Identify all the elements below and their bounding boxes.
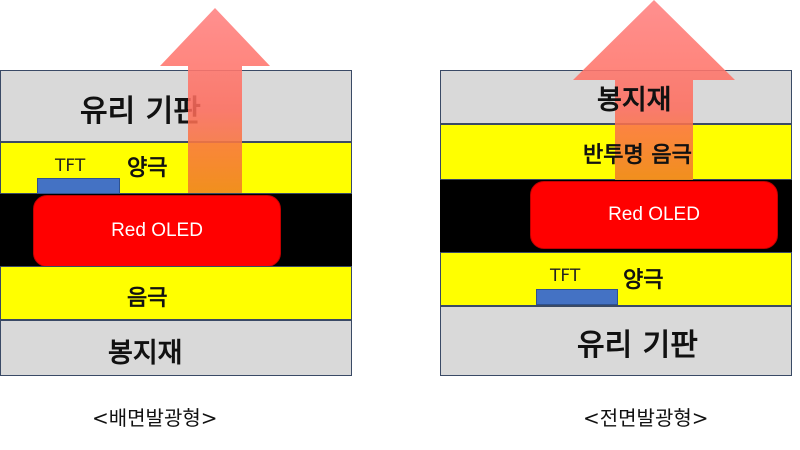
red-oled-label: Red OLED: [608, 204, 700, 225]
red-oled-block: Red OLED: [530, 181, 778, 249]
tft-label: TFT: [55, 156, 86, 176]
tft-label: TFT: [550, 266, 581, 286]
top-emission-caption: <전면발광형>: [583, 406, 709, 430]
top-emission-diagram: Red OLED TFT 양극 유리 기판 <전면발광형> 봉지재 반투명 음극: [440, 0, 800, 450]
encapsulant-label: 봉지재: [597, 85, 672, 116]
glass-substrate-label: 유리 기판: [577, 328, 698, 363]
bottom-emission-caption: <배면발광형>: [92, 406, 218, 430]
tft-block: [37, 178, 120, 194]
tft-block: [536, 289, 618, 305]
red-oled-label: Red OLED: [111, 220, 203, 241]
red-oled-block: Red OLED: [33, 195, 281, 267]
anode-label: 양극: [127, 156, 168, 181]
cathode-layer: [0, 266, 352, 320]
bottom-emission-diagram: 유리 기판 TFT 양극 Red OLED 음극 봉지재 <배면발광형>: [0, 0, 360, 450]
cathode-label: 음극: [127, 286, 168, 311]
glass-substrate-layer: [440, 306, 792, 376]
encapsulant-label: 봉지재: [108, 338, 183, 369]
anode-label: 양극: [623, 268, 664, 293]
semitransparent-cathode-label: 반투명 음극: [583, 143, 692, 168]
glass-substrate-label: 유리 기판: [80, 94, 201, 129]
encapsulant-layer: [0, 320, 352, 376]
